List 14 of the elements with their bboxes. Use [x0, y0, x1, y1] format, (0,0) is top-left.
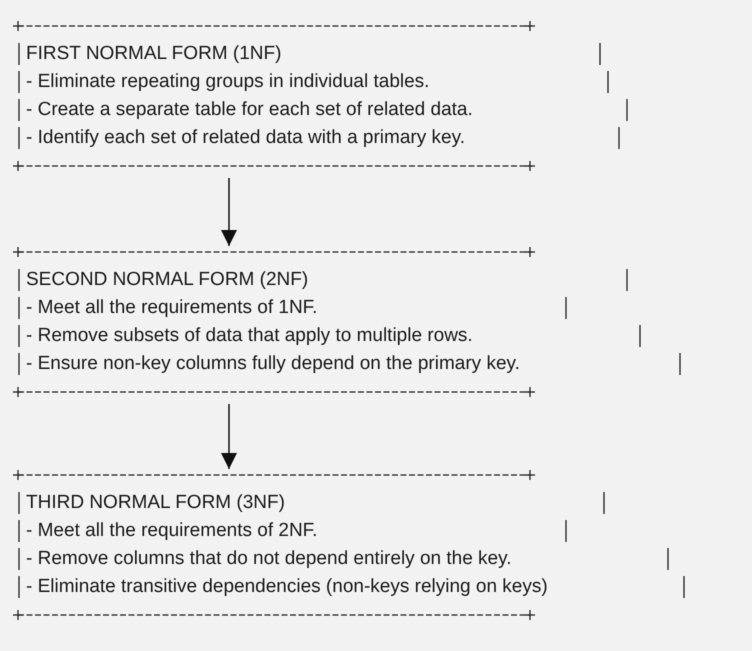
arrow — [221, 404, 237, 469]
box-heading: SECOND NORMAL FORM (2NF) — [26, 268, 308, 292]
bullet-text: - Remove subsets of data that apply to multiple rows. — [26, 324, 473, 348]
bullet-text: - Remove columns that do not depend entirely on the key. — [26, 547, 512, 571]
box-heading: FIRST NORMAL FORM (1NF) — [26, 42, 282, 66]
bullet-text: - Eliminate repeating groups in individual tables. — [26, 70, 430, 94]
bullet-text: - Meet all the requirements of 1NF. — [26, 296, 318, 320]
arrow — [221, 178, 237, 246]
bullet-text: - Eliminate transitive dependencies (non-keys relying on keys) — [26, 575, 548, 599]
bullet-text: - Meet all the requirements of 2NF. — [26, 519, 318, 543]
box-heading: THIRD NORMAL FORM (3NF) — [26, 491, 285, 515]
bullet-text: - Create a separate table for each set of related data. — [26, 98, 473, 122]
bullet-text: - Ensure non-key columns fully depend on the primary key. — [26, 352, 520, 376]
bullet-text: - Identify each set of related data with a primary key. — [26, 126, 465, 150]
